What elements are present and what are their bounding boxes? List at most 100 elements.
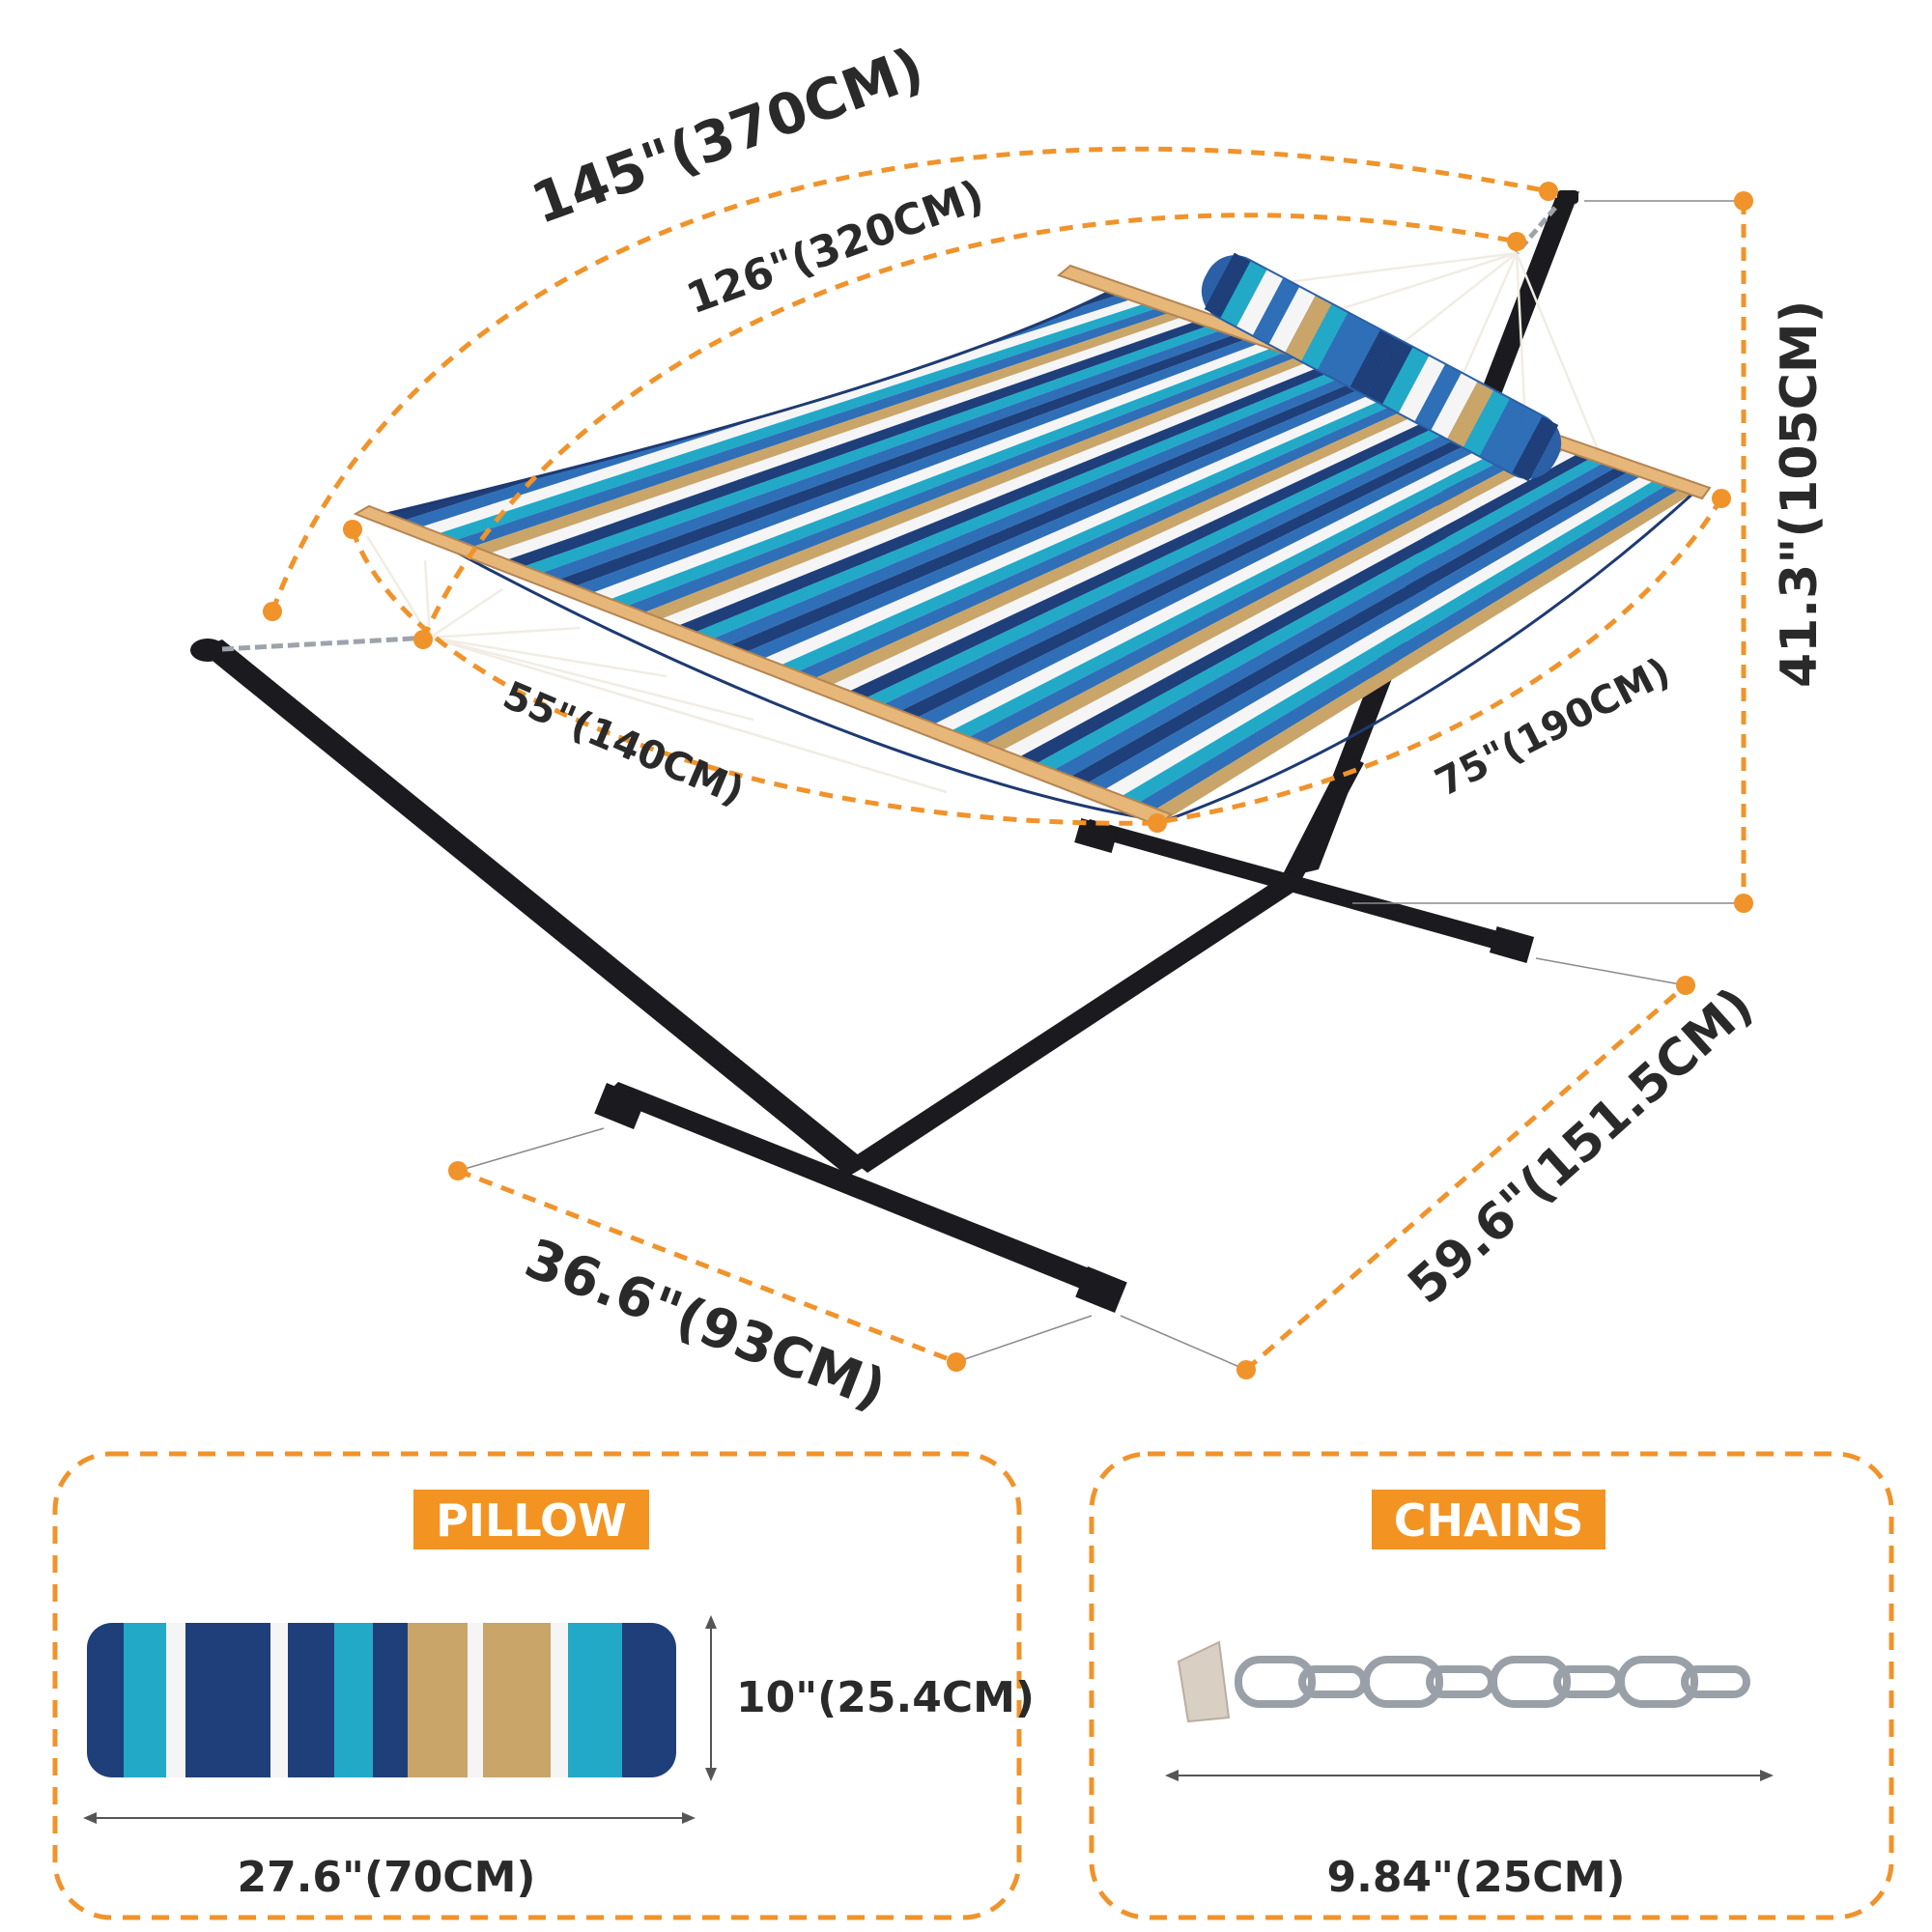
pillow-panel-stripe xyxy=(270,1623,289,1777)
pillow-panel-border xyxy=(52,1451,1022,1920)
chains-length-label: 9.84"(25CM) xyxy=(1326,1853,1625,1902)
bed-stripe xyxy=(1147,484,1698,821)
hammock-stand xyxy=(190,190,1579,1314)
bed-stripe xyxy=(572,334,1272,594)
pillow-stripe xyxy=(1253,278,1299,344)
hammock-pillow xyxy=(1201,252,1562,482)
chain-image xyxy=(1177,1640,1750,1723)
pillow-badge xyxy=(413,1490,649,1549)
stand-front-base xyxy=(604,1082,1119,1299)
bed-stripe xyxy=(1029,453,1612,775)
bed-length-label: 126"(320CM) xyxy=(680,171,990,324)
base-width-line xyxy=(457,1168,957,1365)
pillow-panel-stripe xyxy=(568,1623,623,1777)
bed-stripe xyxy=(420,295,1159,534)
bed-stripe xyxy=(927,427,1537,735)
pillow-panel-stripe xyxy=(124,1623,167,1777)
bed-stripe xyxy=(623,347,1310,614)
bed-stripe xyxy=(657,356,1335,628)
bed-stripe xyxy=(1130,479,1688,815)
bed-stripe xyxy=(860,409,1487,708)
bed-width-arc xyxy=(350,528,1158,826)
pillow-panel-stripe xyxy=(551,1623,569,1777)
bed-stripe xyxy=(910,422,1524,728)
bed-stripe xyxy=(1113,475,1675,809)
base-depth-label: 59.6"(151.5CM) xyxy=(1398,977,1765,1316)
pillow-height-label: 10"(25.4CM) xyxy=(736,1673,1035,1722)
pillow-stripe xyxy=(1479,399,1526,465)
pillow-panel-stripe xyxy=(166,1623,186,1777)
bed-stripe xyxy=(1045,458,1625,781)
stand-back-foot-left xyxy=(1074,817,1119,854)
chains-badge xyxy=(1372,1490,1605,1549)
bed-stripe xyxy=(758,383,1410,668)
pillow-panel-stripe xyxy=(238,1623,271,1777)
pillow-panel-stripe xyxy=(468,1623,484,1777)
bed-side-label: 75"(190CM) xyxy=(1429,649,1678,806)
pillow-stripe xyxy=(1301,304,1349,370)
stand-back-base xyxy=(1080,819,1526,956)
pillow-stripe xyxy=(1495,408,1543,473)
bed-stripe xyxy=(961,436,1562,748)
bed-stripe xyxy=(775,387,1424,674)
pillow-panel-stripe xyxy=(483,1623,552,1777)
bed-stripe xyxy=(944,431,1549,742)
dimension-lines xyxy=(263,146,1753,1379)
pillow-stripe xyxy=(1431,373,1478,439)
pillow-stripe xyxy=(1333,322,1380,387)
pillow-stripe xyxy=(1512,416,1559,482)
pillow-stripe xyxy=(1204,252,1251,318)
bed-stripe xyxy=(437,298,1172,541)
stand-front-foot-left xyxy=(594,1082,646,1130)
bed-stripe xyxy=(876,413,1499,715)
bed-stripe xyxy=(707,369,1373,648)
bed-stripe xyxy=(1079,467,1650,795)
stand-right-cap xyxy=(1557,190,1578,204)
pillow-stripe xyxy=(1447,382,1494,447)
stand-center-beam xyxy=(850,871,1306,1173)
pillow-stripe xyxy=(1399,355,1445,421)
pillow-panel-stripe xyxy=(87,1623,125,1777)
bed-stripe xyxy=(639,352,1322,621)
bed-stripe xyxy=(995,444,1587,761)
stand-left-arm xyxy=(198,639,869,1177)
pillow-stripe xyxy=(1285,296,1332,361)
pillow-stripe xyxy=(1463,390,1510,456)
chain-link xyxy=(1235,1656,1316,1708)
pillow-panel-stripe xyxy=(622,1623,676,1777)
bed-stripe xyxy=(555,329,1260,588)
pillow-stripe xyxy=(1268,287,1316,353)
pillow-panel-stripe xyxy=(408,1623,469,1777)
chain-link xyxy=(1617,1656,1698,1708)
base-depth-line xyxy=(1244,983,1688,1372)
hammock-bed xyxy=(382,284,1701,823)
bed-stripe xyxy=(1096,470,1662,802)
pillow-title: PILLOW xyxy=(436,1494,627,1547)
pillow-stripe xyxy=(1350,329,1397,396)
bed-stripe xyxy=(1063,462,1637,788)
bed-stripe xyxy=(1011,448,1600,768)
bed-stripe xyxy=(504,316,1222,568)
bed-stripe xyxy=(589,338,1285,601)
bed-stripe xyxy=(842,405,1474,701)
bed-stripe xyxy=(538,326,1247,582)
pillow-width-label: 27.6"(70CM) xyxy=(237,1853,535,1902)
pillow-image xyxy=(87,1623,676,1777)
bed-stripe xyxy=(522,321,1235,575)
pillow-panel-stripe xyxy=(185,1623,239,1777)
bed-stripe xyxy=(826,400,1462,695)
bed-length-arc xyxy=(420,213,1518,640)
pillow-stripe xyxy=(1414,364,1462,430)
chain-link xyxy=(1490,1656,1571,1708)
bed-stripe xyxy=(454,303,1184,548)
pillow-panel-stripe xyxy=(288,1623,335,1777)
overall-length-arc xyxy=(270,146,1549,612)
pillow-panel: PILLOW 10"(25.4CM) 27.6"(70CM) xyxy=(52,1451,1035,1920)
stand-left-cap xyxy=(190,639,225,662)
bed-stripe xyxy=(488,312,1209,561)
base-width-label: 36.6"(93CM) xyxy=(517,1227,894,1422)
pillow-stripe xyxy=(1382,347,1430,412)
stand-back-foot-right xyxy=(1489,926,1535,963)
bed-stripe xyxy=(470,307,1197,554)
bed-stripe xyxy=(606,343,1297,608)
